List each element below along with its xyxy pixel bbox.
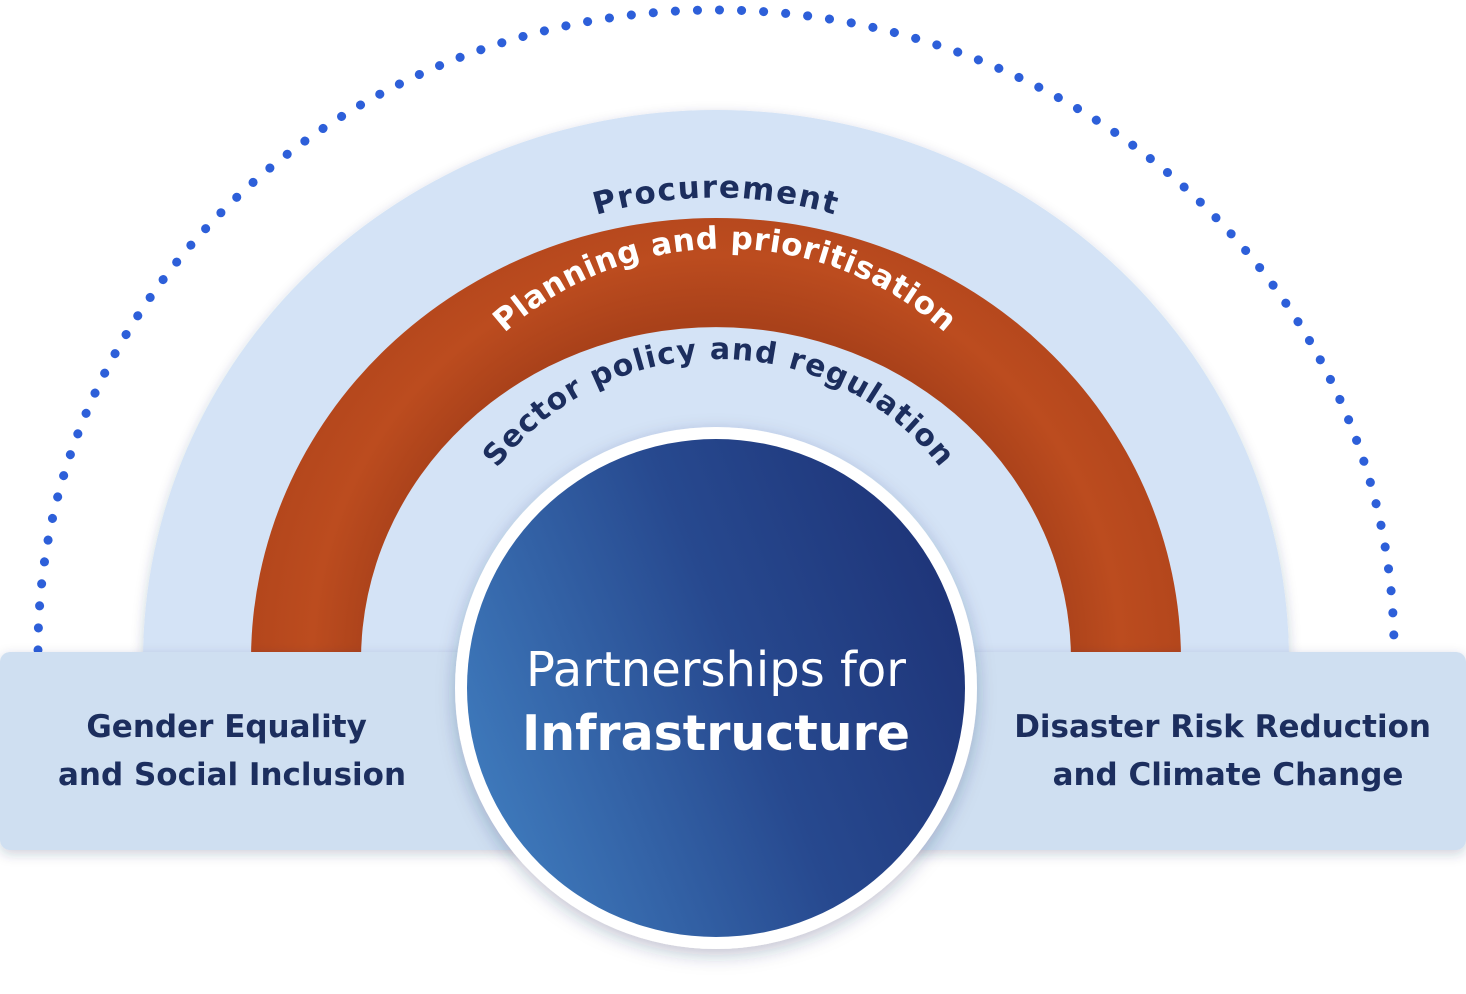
center-circle bbox=[467, 439, 965, 937]
center-title-line1: Partnerships for bbox=[526, 642, 906, 698]
center-title-line2: Infrastructure bbox=[522, 705, 910, 762]
gesi-label: Gender Equality and Social Inclusion bbox=[58, 709, 406, 793]
dotted-outer-arc bbox=[33, 5, 1399, 655]
drr-label: Disaster Risk Reduction and Climate Chan… bbox=[1014, 709, 1442, 793]
